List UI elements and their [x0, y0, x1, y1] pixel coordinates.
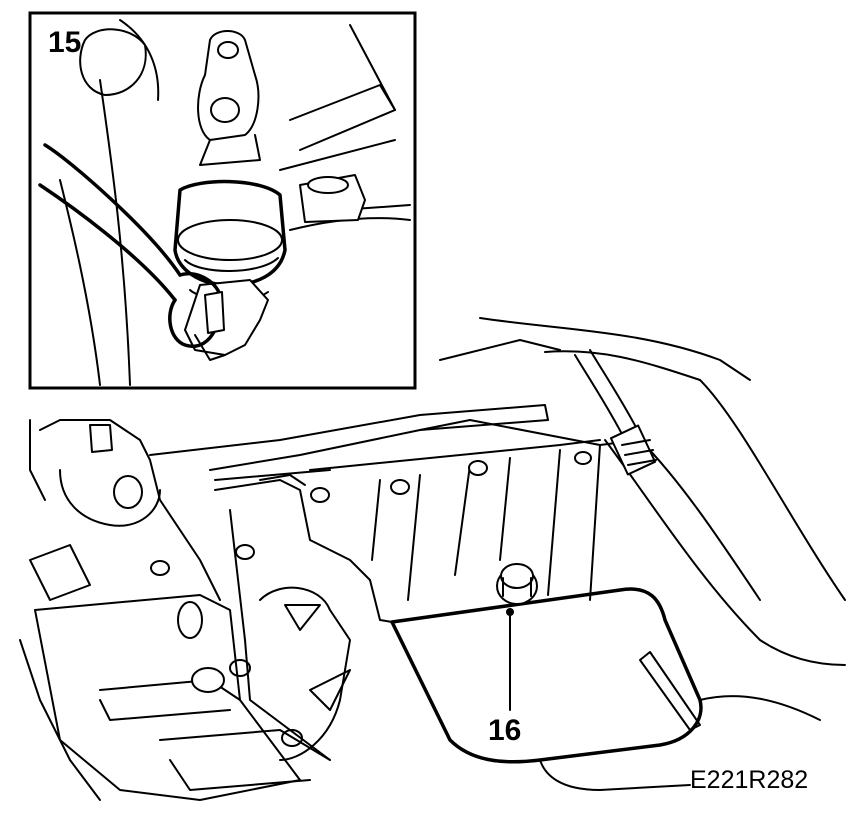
- detail-inset: [28, 11, 417, 390]
- inset-callout-label: 15: [48, 26, 81, 59]
- drain-plug: [496, 563, 538, 605]
- drain-plug-callout-label: 16: [488, 714, 521, 747]
- figure-code: E221R282: [690, 766, 808, 794]
- engine-oil-pan-drawing: [19, 317, 846, 801]
